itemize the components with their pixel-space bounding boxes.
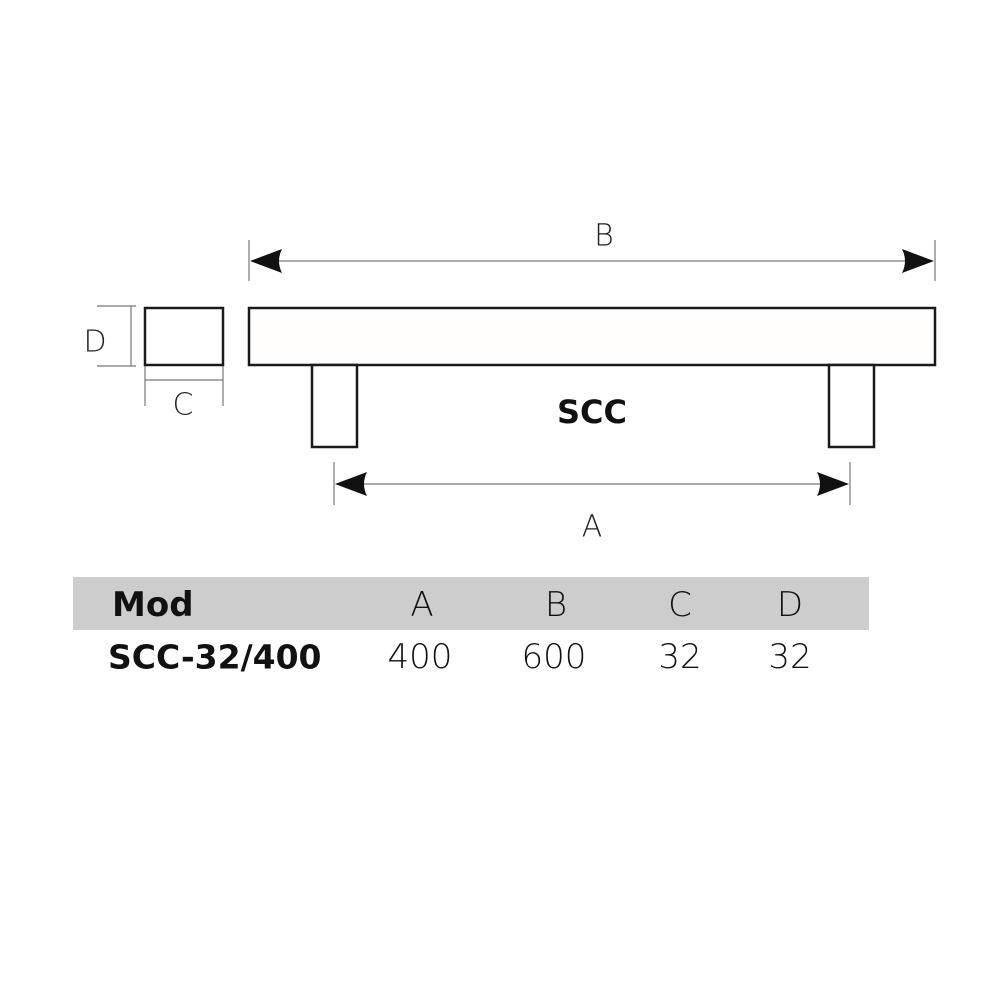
header-b: B [544,585,568,625]
handle-leg-left [310,363,359,449]
cell-d: 32 [768,637,812,677]
cross-section [143,306,225,367]
header-a: A [410,585,434,625]
dimension-b-label: B [594,218,614,254]
header-d: D [776,585,804,625]
cell-b: 600 [521,637,587,677]
table-header-row [73,577,869,630]
dimension-a [333,462,851,505]
dimension-b [248,240,936,281]
dimension-c-label: C [172,387,194,423]
header-mod: Mod [112,585,194,625]
cell-c: 32 [658,637,702,677]
arrow-b-right [902,249,934,273]
handle-leg-right [827,363,876,449]
dimension-d-label: D [83,324,107,360]
cell-a: 400 [387,637,453,677]
arrow-a-right [817,472,849,496]
dimension-a-label: A [581,509,603,545]
arrow-a-left [335,472,367,496]
arrow-b-left [250,249,282,273]
header-c: C [668,585,692,625]
dimension-d [97,305,136,367]
model-label: SCC [556,393,628,431]
cell-model: SCC-32/400 [108,637,322,677]
handle-bar [247,306,937,367]
dimension-c [144,366,224,406]
